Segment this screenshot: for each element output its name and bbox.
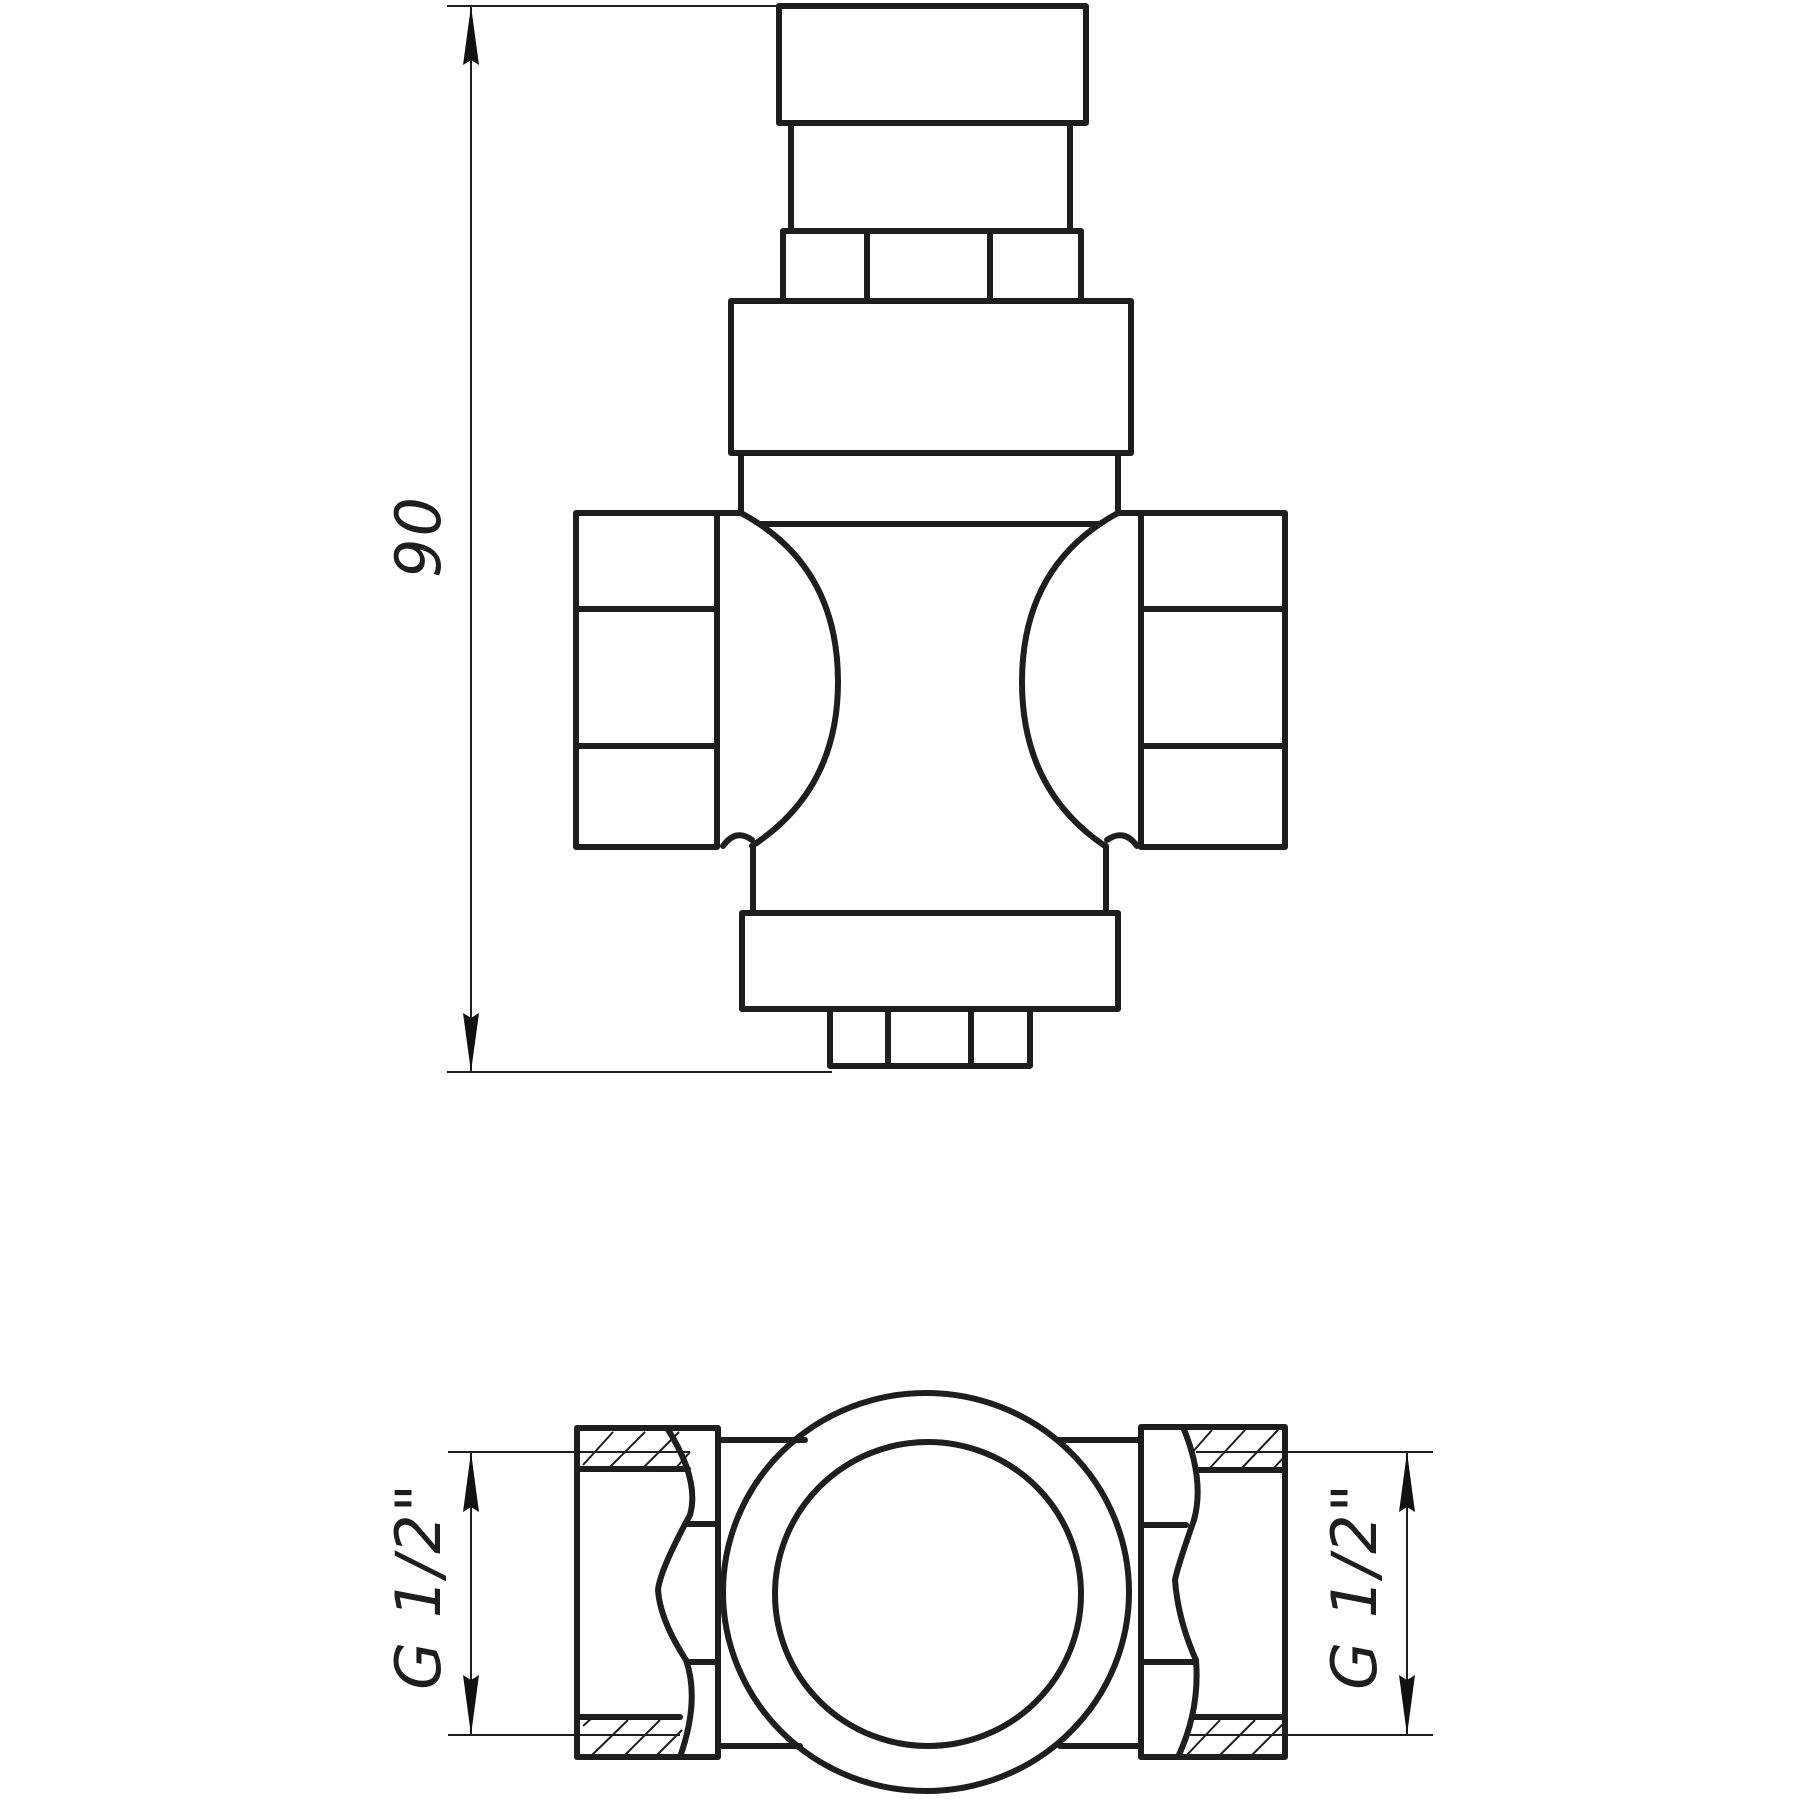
arrow-up-icon: [1399, 1452, 1415, 1512]
left-port-section: [574, 1425, 721, 1760]
arrow-down-icon: [463, 1013, 479, 1072]
upper-hex-nut: [780, 228, 1084, 304]
section-hatching: [1184, 1429, 1286, 1758]
hatch-line: [1184, 1719, 1221, 1758]
section-hatching: [582, 1431, 691, 1758]
left-fillet: [720, 832, 755, 849]
right-port-section: [1138, 1424, 1288, 1760]
bottom-ring: [739, 910, 1121, 1012]
front-view: [573, 3, 1288, 1069]
hatch-line: [1271, 1455, 1286, 1471]
break-line: [655, 1425, 696, 1760]
hatch-line: [607, 1431, 646, 1470]
height-dimension: 90: [382, 5, 832, 1073]
right-fillet: [1104, 832, 1140, 849]
outer-body-circle: [720, 1390, 1132, 1794]
hatch-line: [582, 1716, 594, 1727]
inner-bore-circle: [772, 1439, 1084, 1749]
top-cap: [776, 3, 1089, 126]
arrow-up-icon: [463, 1452, 479, 1512]
right-body-arc: [1019, 510, 1144, 849]
right-port: [1019, 510, 1288, 850]
hatch-line: [1239, 1429, 1279, 1471]
right-port-section-outline: [1138, 1424, 1288, 1760]
hatch-line: [582, 1431, 614, 1466]
right-thread-label: G 1/2": [1318, 1482, 1391, 1690]
hatch-line: [1189, 1429, 1213, 1456]
right-port-outline: [1138, 510, 1288, 850]
hatch-line: [589, 1719, 629, 1758]
bonnet-body: [728, 298, 1134, 456]
break-line: [1172, 1424, 1201, 1760]
left-port-section-outline: [574, 1425, 721, 1760]
right-thread-dimension: G 1/2": [1190, 1451, 1433, 1736]
left-port-outline: [573, 510, 720, 850]
arrow-down-icon: [463, 1675, 479, 1735]
left-thread-label: G 1/2": [382, 1482, 455, 1690]
hatch-line: [1207, 1429, 1246, 1471]
left-body-arc: [714, 510, 841, 849]
hatch-line: [674, 1451, 691, 1470]
hatch-line: [1249, 1721, 1286, 1758]
arrow-up-icon: [463, 6, 479, 65]
height-dimension-label: 90: [382, 495, 455, 578]
left-port: [573, 510, 841, 850]
hatch-line: [1217, 1719, 1256, 1758]
hatch-line: [641, 1431, 680, 1470]
hatch-line: [622, 1719, 661, 1758]
end-view: [574, 1390, 1288, 1794]
left-thread-dimension: G 1/2": [382, 1451, 690, 1736]
arrow-down-icon: [1399, 1675, 1415, 1735]
lower-hex-nut: [827, 1006, 1033, 1069]
